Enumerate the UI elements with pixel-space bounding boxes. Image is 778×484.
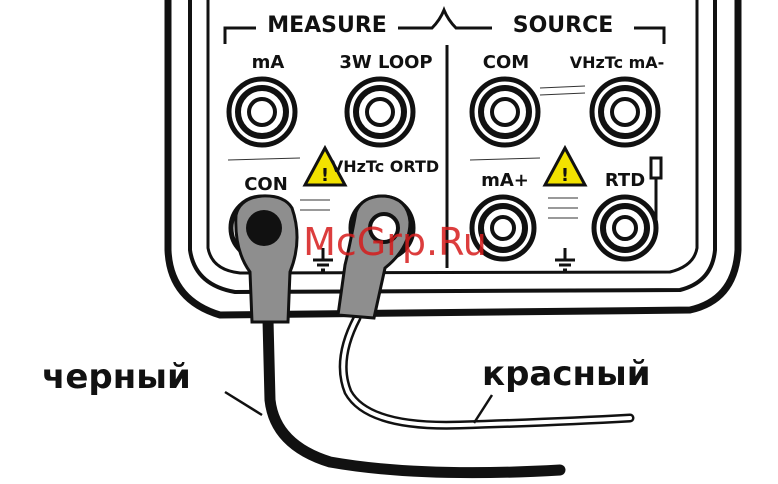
source-heading: SOURCE [513,13,614,38]
jack-3w-loop [347,79,413,145]
terminal-label-ma-plus: mA+ [481,170,529,191]
jack-ma [229,79,295,145]
jack-com-source [472,79,538,145]
terminal-label-com-source: COM [483,52,529,73]
red-wire-label: красный [482,354,651,394]
jack-rtd-source [594,197,656,259]
jack-vhztc-source [592,79,658,145]
watermark-text: McGrp.Ru [303,220,487,264]
terminal-label-ma: mA [252,52,285,73]
black-wire-leader [225,392,262,415]
svg-text:!: ! [561,165,569,186]
terminal-label-vhztc-rtd: VHzTc ORTD [331,157,439,176]
measure-heading: MEASURE [267,13,387,38]
terminal-label-rtd-source: RTD [605,170,645,191]
black-lead-hole [246,210,282,246]
terminal-label-vhztc-source: VHzTc mA- [570,53,665,72]
black-wire-label: черный [42,357,191,397]
terminal-label-3w-loop: 3W LOOP [339,52,432,73]
rtd-bracket [651,158,661,178]
red-wire-leader [474,395,492,423]
svg-text:!: ! [321,165,329,186]
terminal-label-con: CON [244,174,288,195]
black-lead-cable [268,320,560,473]
